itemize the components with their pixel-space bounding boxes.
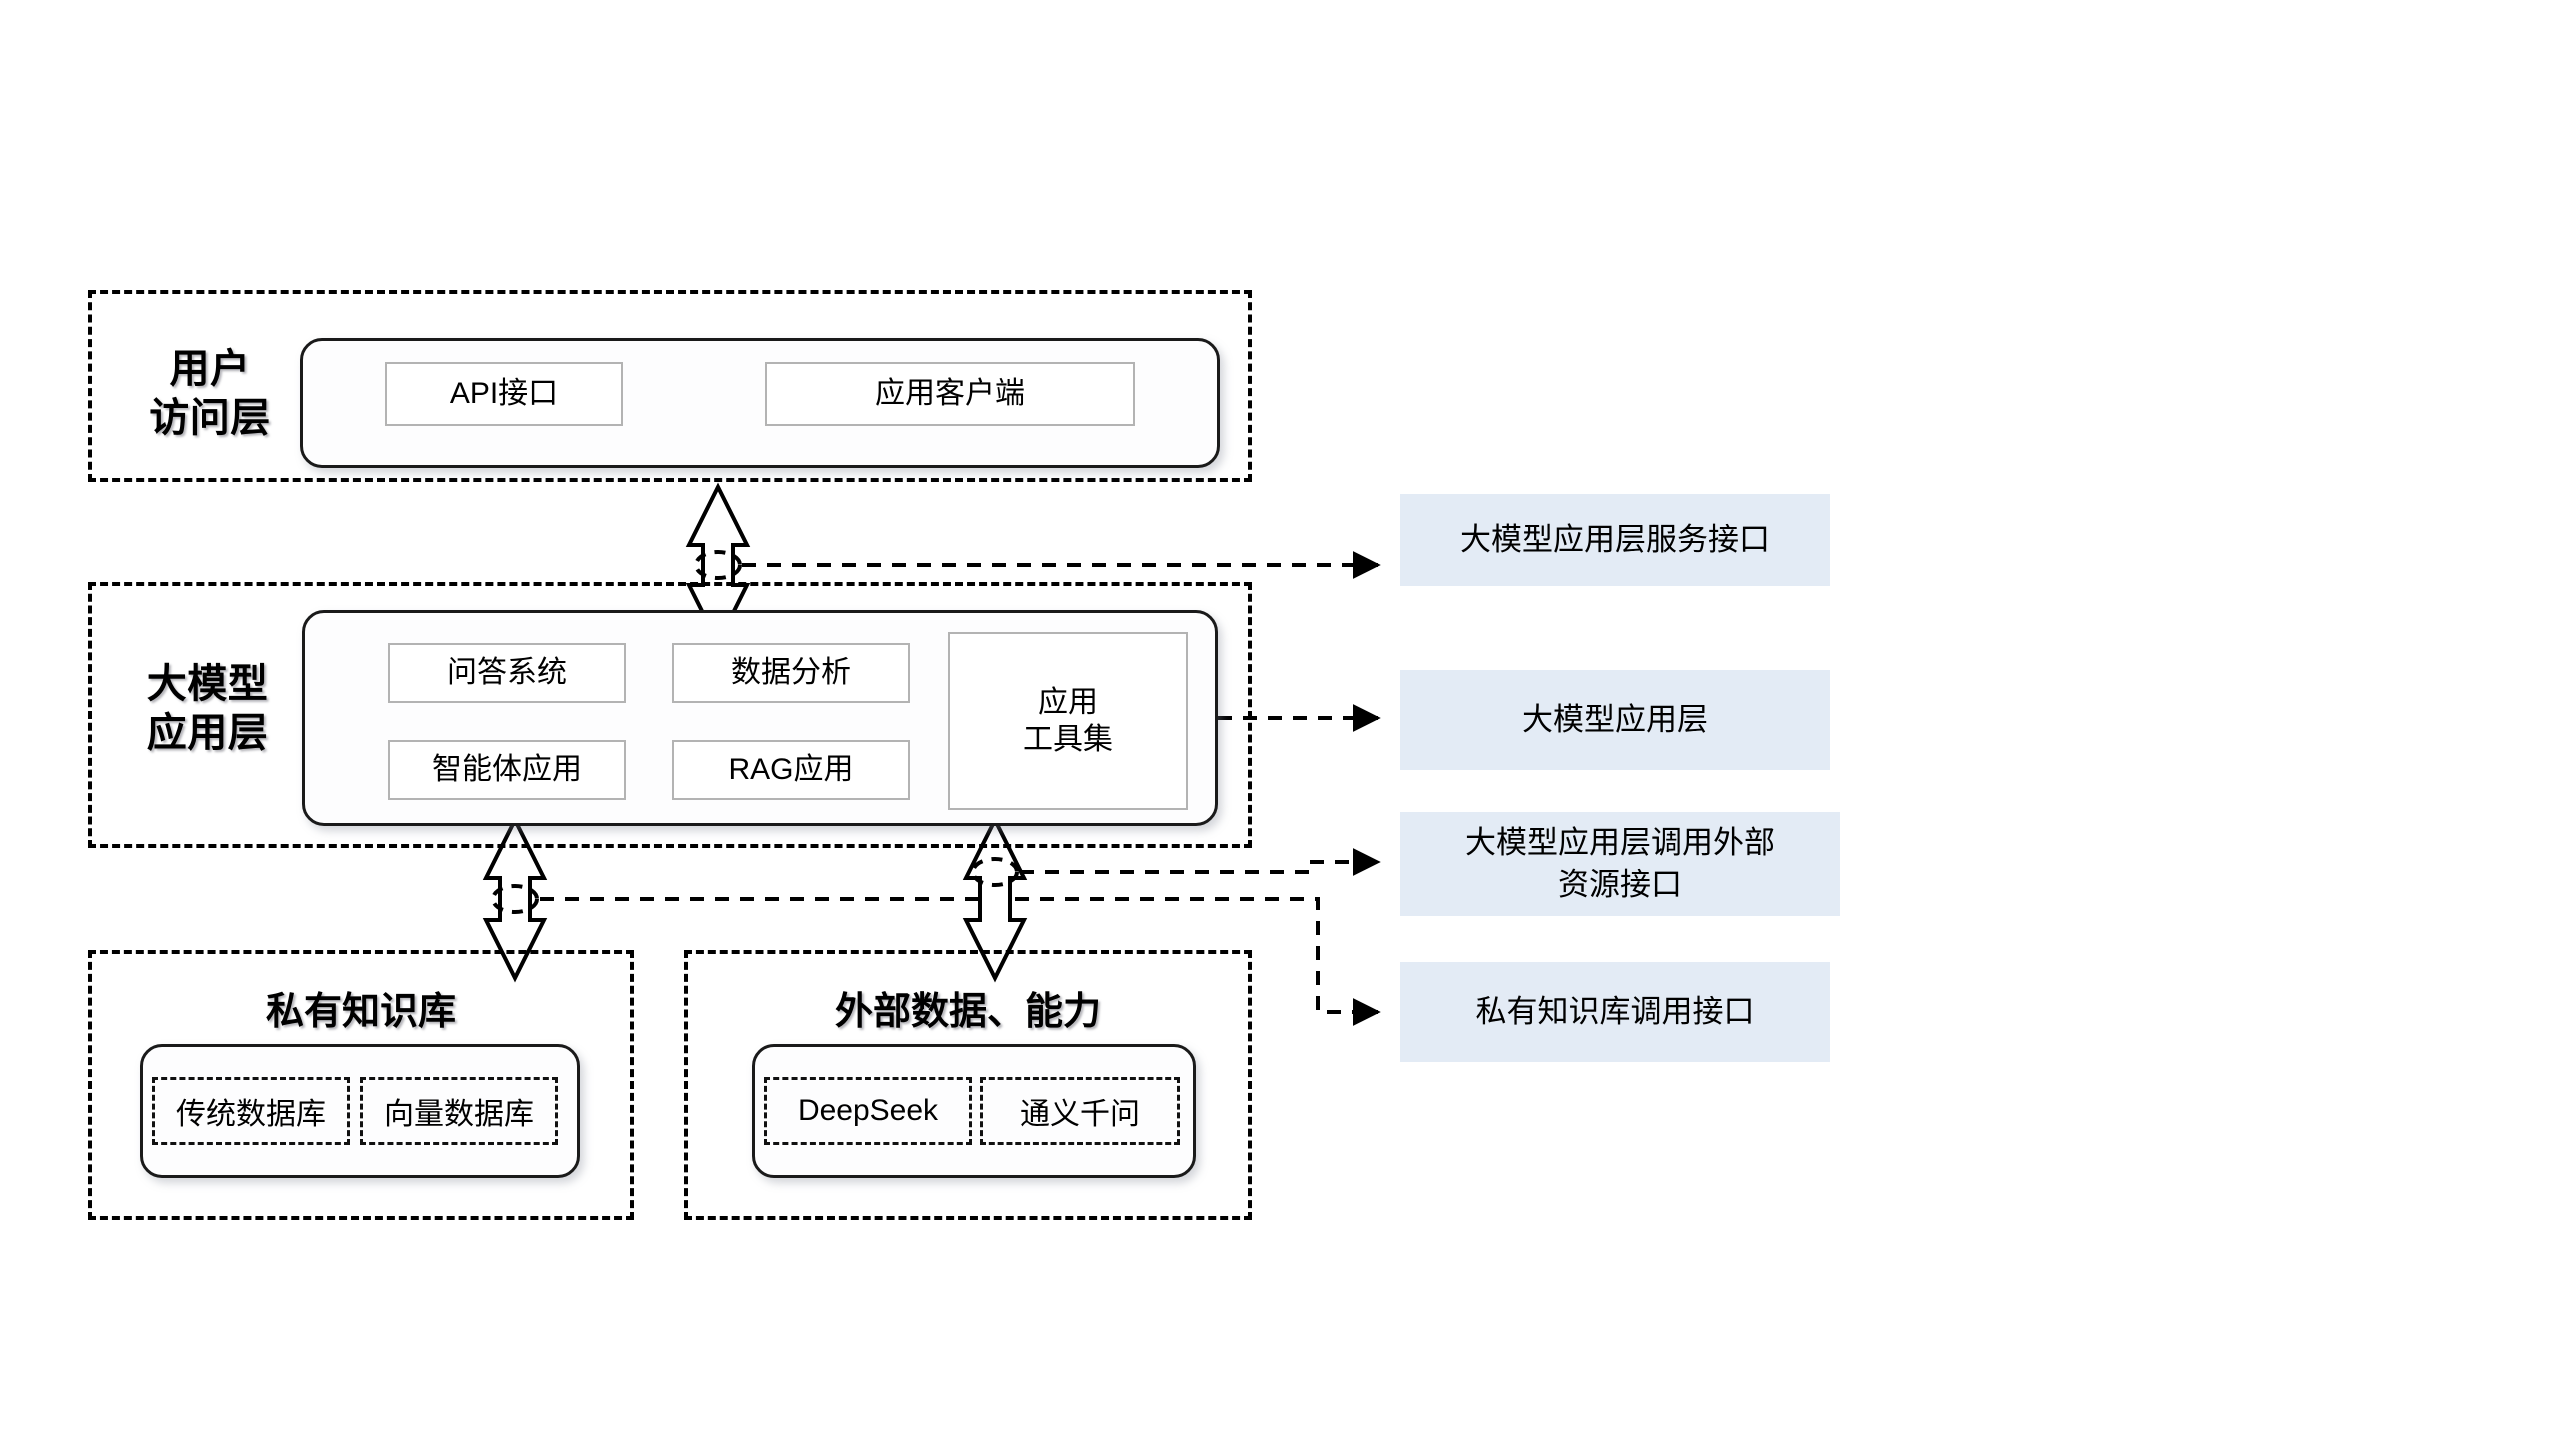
layer-caption-user-access: 用户 访问层 [149,347,271,440]
group-title-external-data: 外部数据、能力 [834,991,1101,1033]
annotation-llm-app-layer: 大模型应用层 [1400,670,1830,770]
panel-private-kb [140,1044,580,1178]
group-title-private-kb: 私有知识库 [265,991,456,1033]
panel-external-data [752,1044,1196,1178]
item-api-interface[interactable]: API接口 [385,362,623,426]
item-tongyi-qianwen[interactable]: 通义千问 [980,1077,1180,1145]
item-deepseek[interactable]: DeepSeek [764,1077,972,1145]
group-private-kb-container [88,950,634,1220]
item-vector-database[interactable]: 向量数据库 [360,1077,558,1145]
layer-llm-app-container [88,582,1252,848]
item-app-toolset[interactable]: 应用 工具集 [948,632,1188,810]
item-agent-app[interactable]: 智能体应用 [388,740,626,800]
item-data-analysis[interactable]: 数据分析 [672,643,910,703]
leader-line-annotation-3 [1020,848,1381,876]
annotation-external-resource-interface: 大模型应用层调用外部 资源接口 [1400,812,1840,916]
annotation-app-service-interface: 大模型应用层服务接口 [1400,494,1830,586]
group-external-data-container [684,950,1252,1220]
item-qa-system[interactable]: 问答系统 [388,643,626,703]
item-rag-app[interactable]: RAG应用 [672,740,910,800]
layer-caption-llm-app: 大模型 应用层 [146,662,269,755]
layer-user-access-container [88,290,1252,482]
item-app-client[interactable]: 应用客户端 [765,362,1135,426]
item-traditional-database[interactable]: 传统数据库 [152,1077,350,1145]
annotation-private-kb-interface: 私有知识库调用接口 [1400,962,1830,1062]
